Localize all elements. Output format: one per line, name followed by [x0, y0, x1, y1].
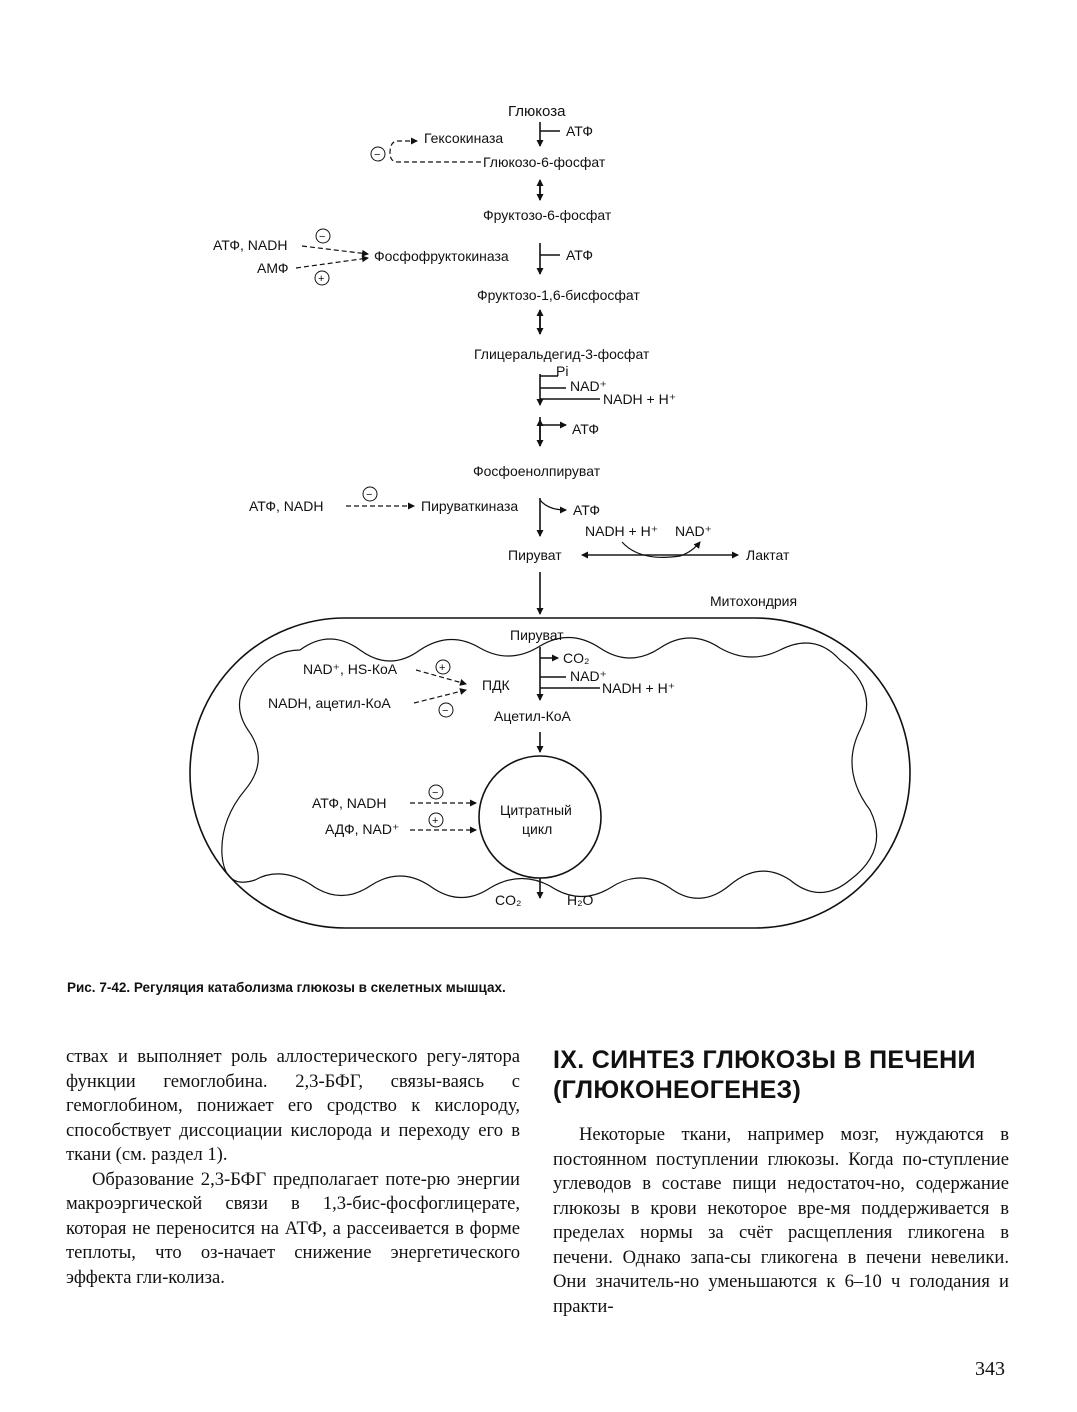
plus-sign-tca	[428, 812, 444, 828]
lactate-label: Лактат	[746, 547, 790, 563]
glycolysis-regulation-diagram: Глюкоза АТФ Гексокиназа − Глюкозо-6-фосф…	[189, 103, 911, 929]
atp-nadh-tca-label: АТФ, NADH	[312, 795, 386, 811]
pfk-label: Фосфофруктокиназа	[374, 248, 509, 264]
pdk-activation-arrow	[415, 669, 467, 686]
citrate-cycle-label-2: цикл	[522, 821, 552, 837]
mitochondria-label: Митохондрия	[710, 593, 797, 609]
f16bp-label: Фруктозо-1,6-бисфосфат	[477, 287, 640, 303]
gap-label: Глицеральдегид-3-фосфат	[474, 346, 650, 362]
pdk-label: ПДК	[482, 677, 511, 693]
atp-nadh-pk-label: АТФ, NADH	[249, 498, 323, 514]
atp-nadh-pfk-label: АТФ, NADH	[213, 237, 287, 253]
nadh-label-gapdh: NADH + H⁺	[603, 391, 676, 407]
minus-sign-hk	[370, 146, 386, 162]
mitochondrion-inner-membrane	[221, 636, 878, 899]
pfk-activation-arrow	[295, 255, 369, 269]
minus-pk-text: −	[366, 489, 372, 501]
nadh-acetylcoa-label: NADH, ацетил-КоА	[268, 695, 391, 711]
amp-label: АМФ	[257, 260, 289, 276]
atp-label-pfk: АТФ	[566, 247, 593, 263]
pyruvate-label: Пируват	[508, 547, 562, 563]
h2o-label: H₂O	[567, 892, 594, 908]
minus-tca-text: −	[432, 787, 438, 799]
left-column: ствах и выполняет роль аллостерического …	[66, 1045, 520, 1290]
atp-label-pk: АТФ	[573, 502, 600, 518]
minus-sign-tca	[428, 784, 444, 800]
minus-sign-pfk	[315, 228, 331, 244]
minus-sign-pdk	[438, 702, 454, 718]
adp-nad-label: АДФ, NAD⁺	[325, 821, 399, 837]
glucose-label: Глюкоза	[508, 103, 566, 120]
plus-sign-pdk	[435, 659, 451, 675]
plus-sign-pfk	[314, 270, 330, 286]
g6p-label: Глюкозо-6-фосфат	[483, 154, 606, 170]
hk-inhibition-loop	[389, 137, 481, 163]
f6p-label: Фруктозо-6-фосфат	[483, 207, 612, 223]
pi-label: Pi	[556, 363, 568, 379]
pyruvate-mito-label: Пируват	[510, 627, 564, 643]
minus-hk-text: −	[374, 149, 380, 161]
section-heading: IX. СИНТЕЗ ГЛЮКОЗЫ В ПЕЧЕНИ (ГЛЮКОНЕОГЕН…	[553, 1046, 976, 1104]
page-number: 343	[975, 1358, 1005, 1380]
right-paragraph-1: Некоторые ткани, например мозг, нуждаютс…	[553, 1124, 1009, 1317]
nadh-label-ldh: NADH + H⁺	[585, 523, 658, 539]
acetylcoa-label: Ацетил-КоА	[494, 708, 572, 724]
left-paragraph-1: ствах и выполняет роль аллостерического …	[66, 1046, 520, 1165]
nad-hscoa-label: NAD⁺, HS-КоА	[303, 661, 398, 677]
atp-label-pgk: АТФ	[572, 421, 599, 437]
nad-label-ldh: NAD⁺	[675, 523, 712, 539]
minus-pfk-text: −	[319, 231, 325, 243]
mitochondrion-outer-membrane	[189, 617, 911, 929]
plus-pfk-text: +	[318, 273, 324, 285]
right-column: Некоторые ткани, например мозг, нуждаютс…	[553, 1123, 1009, 1319]
citrate-cycle-label-1: Цитратный	[500, 802, 572, 818]
minus-pdk-text: −	[442, 705, 448, 717]
atp-branch-pk	[539, 499, 567, 514]
ldh-cofactor-arc	[621, 541, 701, 558]
pep-label: Фосфоенолпируват	[473, 463, 601, 479]
figure-caption: Рис. 7-42. Регуляция катаболизма глюкозы…	[67, 980, 506, 995]
plus-pdk-text: +	[439, 662, 445, 674]
nad-label-gapdh: NAD⁺	[570, 378, 607, 394]
minus-sign-pk	[362, 486, 378, 502]
hexokinase-label: Гексокиназа	[424, 130, 503, 146]
pk-label: Пируваткиназа	[421, 498, 518, 514]
left-paragraph-2: Образование 2,3-БФГ предполагает поте-рю…	[66, 1168, 520, 1288]
nad-label-pdh: NAD⁺	[570, 668, 607, 684]
atp-label-hk: АТФ	[566, 123, 593, 139]
nadh-label-pdh: NADH + H⁺	[602, 680, 675, 696]
plus-tca-text: +	[432, 815, 438, 827]
pdk-inhibition-arrow	[413, 688, 467, 704]
co2-tca-label: CO₂	[495, 892, 521, 908]
co2-pdh-label: CO₂	[563, 650, 589, 666]
pfk-regulation-arrows	[301, 245, 369, 257]
